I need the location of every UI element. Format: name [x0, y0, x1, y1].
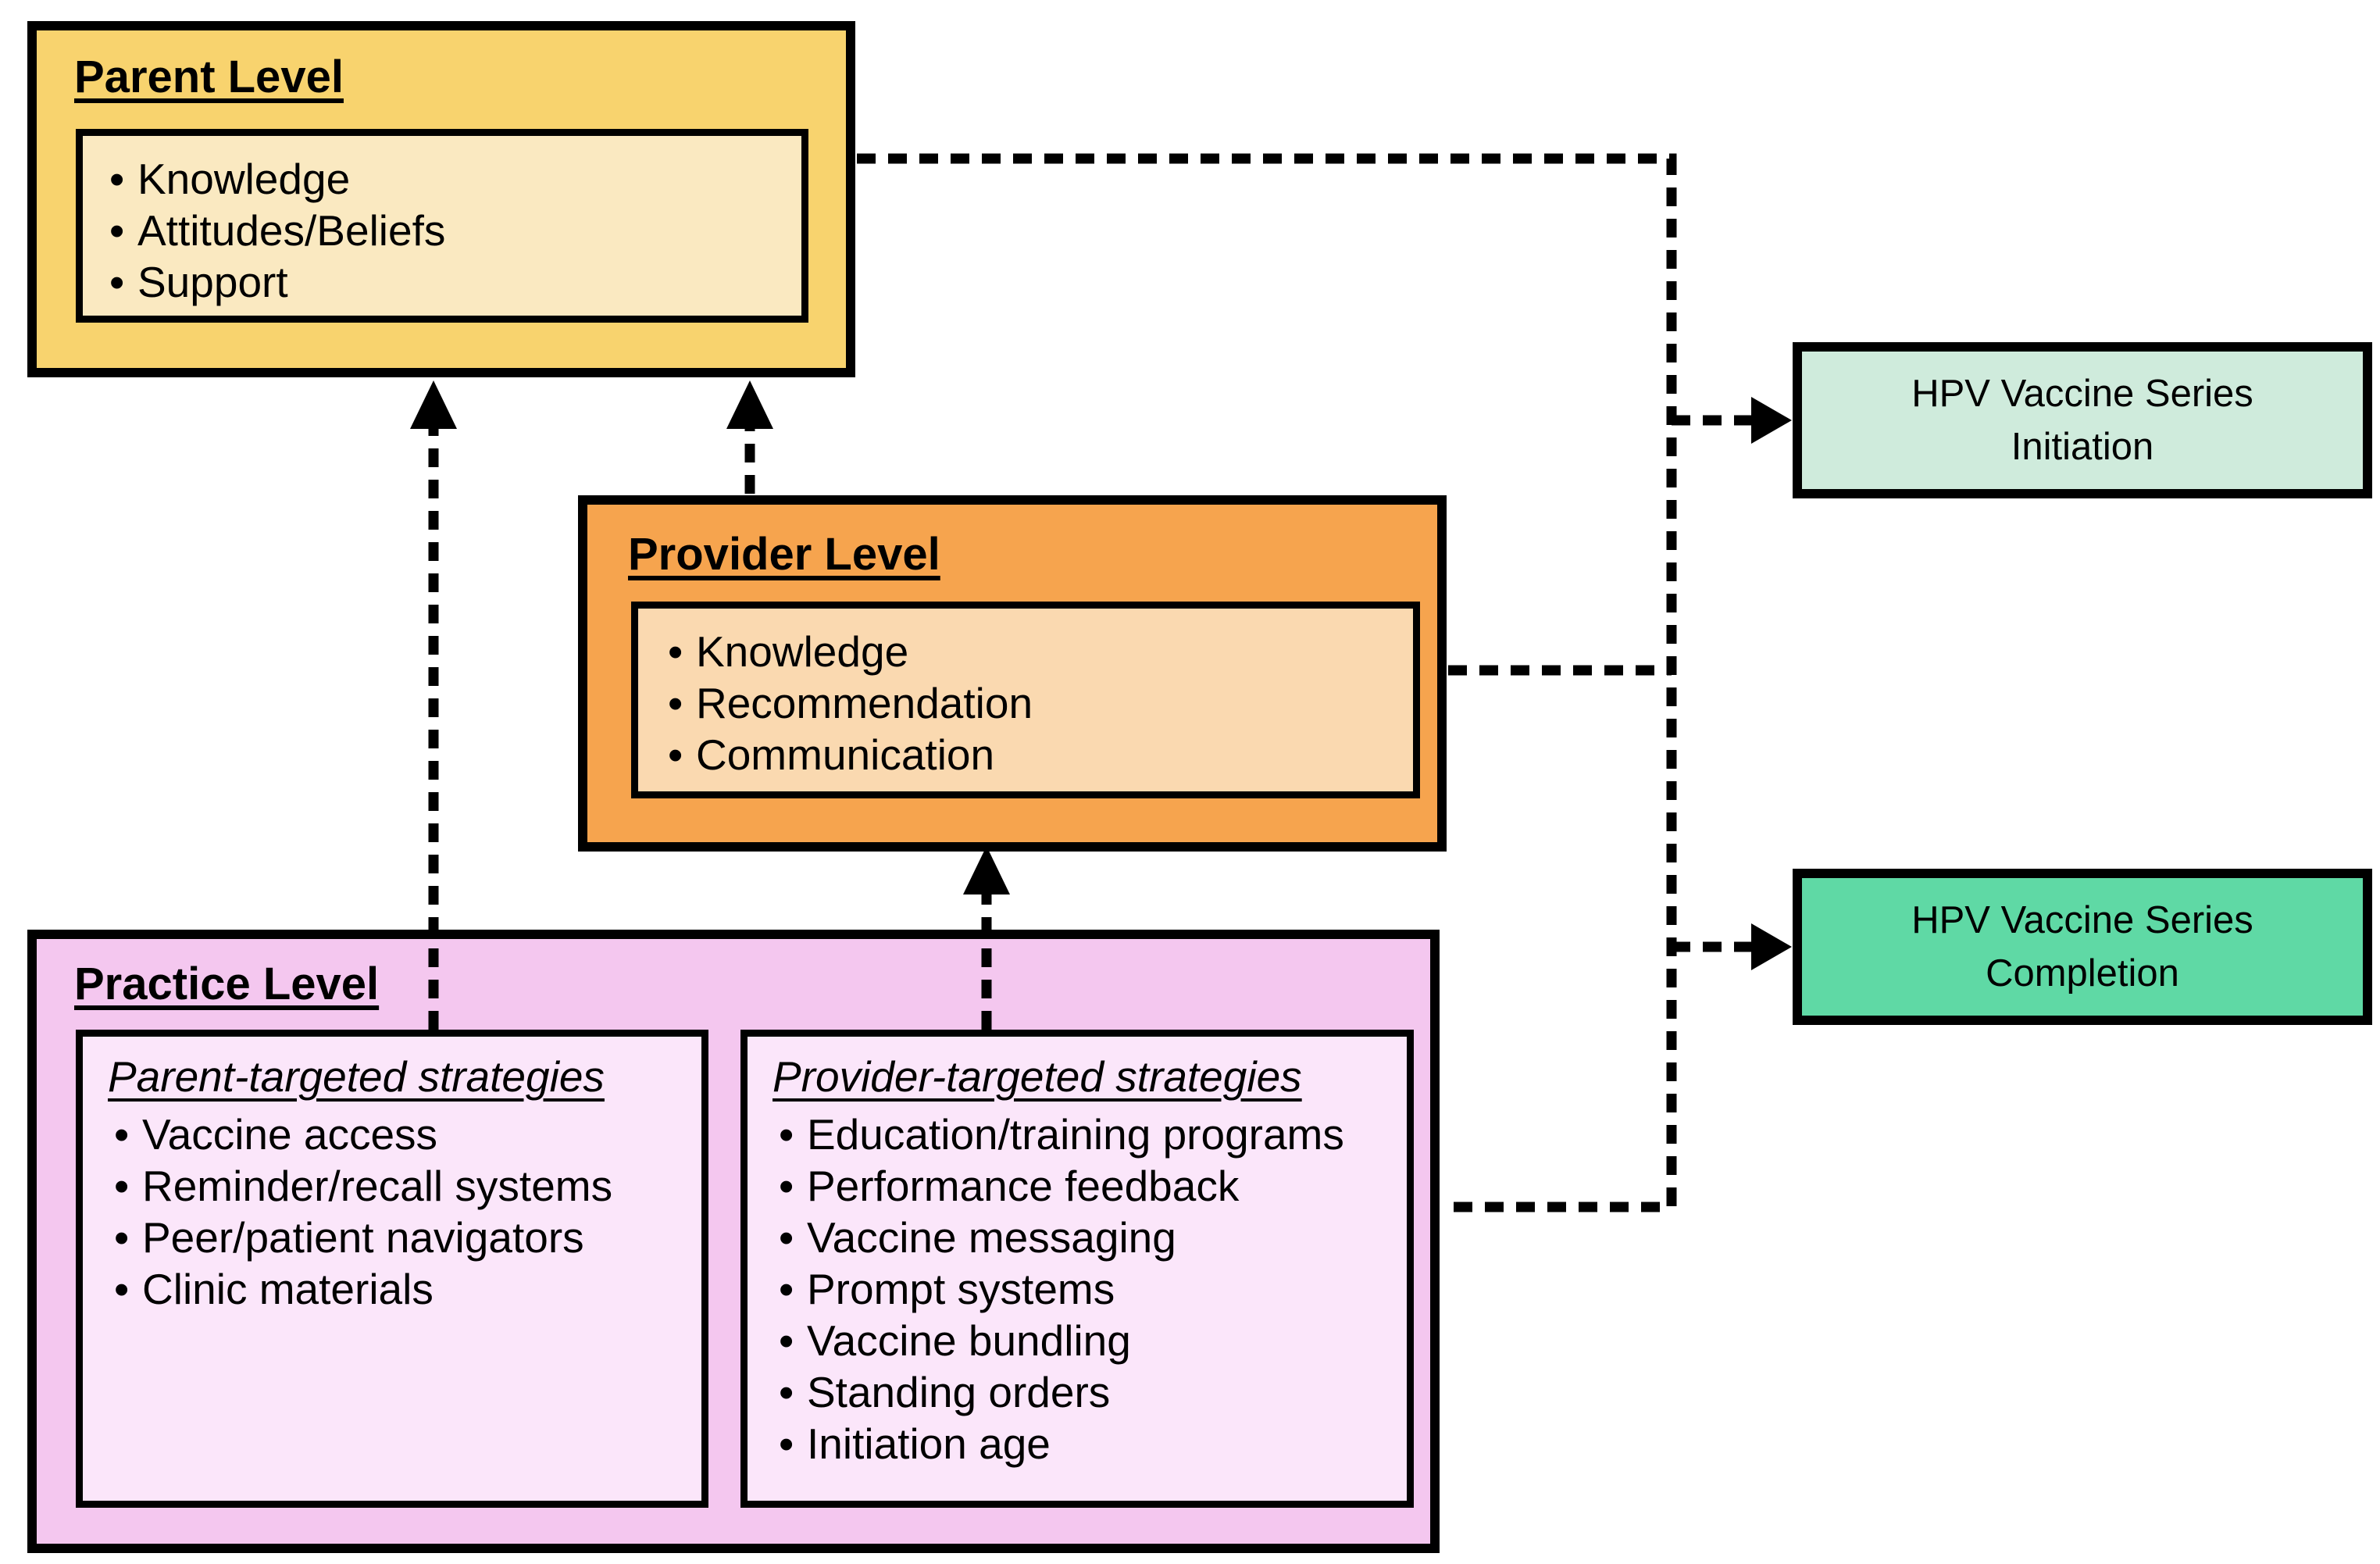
bullet-item: Vaccine bundling	[773, 1315, 1407, 1366]
bullet-item: Clinic materials	[108, 1263, 701, 1315]
bullet-item: Performance feedback	[773, 1160, 1407, 1212]
parent-level-title: Parent Level	[74, 52, 344, 102]
parent-level-bullet-list: Knowledge Attitudes/Beliefs Support	[94, 153, 801, 308]
provider-targeted-bullet-list: Education/training programs Performance …	[763, 1109, 1407, 1469]
bullet-item: Knowledge	[103, 153, 801, 205]
bullet-item: Vaccine access	[108, 1109, 701, 1160]
provider-level-bullet-list: Knowledge Recommendation Communication	[652, 626, 1413, 780]
bullet-item: Prompt systems	[773, 1263, 1407, 1315]
hpv-series-initiation-label-line2: Initiation	[2011, 426, 2154, 468]
bullet-item: Standing orders	[773, 1366, 1407, 1418]
provider-level-inner-box: Knowledge Recommendation Communication	[631, 602, 1420, 798]
bullet-item: Knowledge	[662, 626, 1413, 677]
provider-targeted-strategies-title: Provider-targeted strategies	[773, 1052, 1302, 1101]
practice-to-parent-arrowhead-icon	[410, 380, 457, 429]
bullet-item: Recommendation	[662, 677, 1413, 729]
hpv-series-completion-box: HPV Vaccine Series Completion	[1793, 869, 2372, 1025]
initiation-arrowhead-icon	[1751, 397, 1792, 444]
parent-targeted-bullet-list: Vaccine access Reminder/recall systems P…	[98, 1109, 701, 1315]
provider-to-parent-arrowhead-icon	[726, 380, 773, 429]
bullet-item: Reminder/recall systems	[108, 1160, 701, 1212]
practice-level-title: Practice Level	[74, 959, 380, 1009]
practice-to-provider-arrowhead-icon	[963, 846, 1010, 894]
hpv-series-initiation-label-line1: HPV Vaccine Series	[1911, 373, 2253, 415]
hpv-series-initiation-box: HPV Vaccine Series Initiation	[1793, 342, 2372, 498]
parent-targeted-strategies-box: Parent-targeted strategies Vaccine acces…	[76, 1030, 708, 1508]
hpv-series-completion-label-line2: Completion	[1986, 952, 2179, 994]
hpv-series-completion-label-line1: HPV Vaccine Series	[1911, 899, 2253, 941]
bullet-item: Initiation age	[773, 1418, 1407, 1469]
completion-arrowhead-icon	[1751, 923, 1792, 970]
bullet-item: Education/training programs	[773, 1109, 1407, 1160]
bullet-item: Support	[103, 256, 801, 308]
bullet-item: Attitudes/Beliefs	[103, 205, 801, 256]
provider-level-title: Provider Level	[628, 529, 940, 580]
bullet-item: Communication	[662, 729, 1413, 780]
parent-level-inner-box: Knowledge Attitudes/Beliefs Support	[76, 129, 808, 323]
provider-targeted-strategies-box: Provider-targeted strategies Education/t…	[740, 1030, 1414, 1508]
bullet-item: Peer/patient navigators	[108, 1212, 701, 1263]
parent-targeted-strategies-title: Parent-targeted strategies	[108, 1052, 605, 1101]
bullet-item: Vaccine messaging	[773, 1212, 1407, 1263]
